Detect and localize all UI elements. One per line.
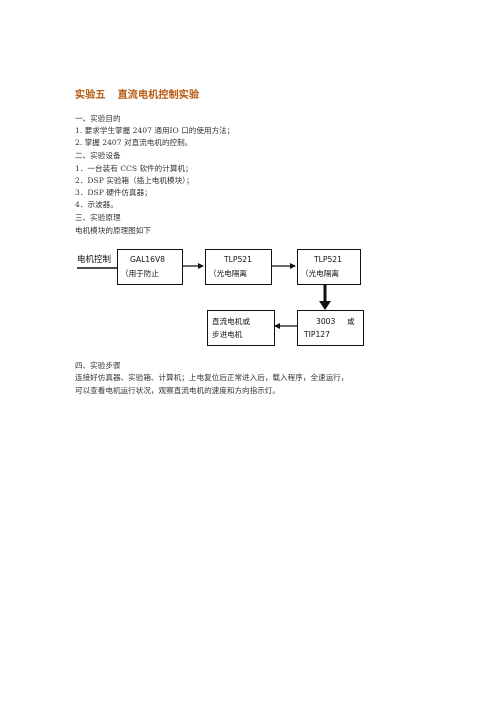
block-motor-line2: 步进电机 [212,330,243,339]
equipment-item-2: 2．DSP 实验箱（插上电机模块）； [75,176,194,185]
block-gal16v8: GAL16V8 （用于防止 [117,249,183,285]
objective-item-1: 1. 要求学生掌握 2407 通用IO 口的使用方法； [75,126,235,135]
section-heading-equipment: 二、实验设备 [75,151,121,160]
block-3003-line1-or: 或 [347,317,355,326]
block-tlp521-a: TLP521 （光电隔离 [205,249,272,285]
block-tlp521-a-line2: （光电隔离 [209,269,247,278]
block-tlp521-b: TLP521 （光电隔离 [297,249,361,285]
equipment-item-1: 1．一台装有 CCS 软件的计算机； [75,164,193,173]
block-3003-line1: 3003 [316,317,336,326]
section-heading-objectives: 一、实验目的 [75,114,121,123]
block-motor-line1: 直流电机或 [212,317,250,326]
block-3003-tip127: 3003 或 TIP127 [297,310,364,346]
block-tlp521-a-line1: TLP521 [224,255,252,264]
block-tlp521-b-line2: （光电隔离 [301,269,339,278]
arrow-box3-box4-head [319,301,331,310]
page-title: 实验五直流电机控制实验 [75,86,199,101]
steps-text-line-1: 连接好仿真器、实验箱、计算机；上电复位后正常进入后，载入程序，全速运行， [75,373,349,382]
objective-item-2: 2. 掌握 2407 对直流电机的控制。 [75,138,193,147]
section-heading-principle: 三、实验原理 [75,213,121,222]
steps-text-line-2: 可以查看电机运行状况，观察直流电机的速度和方向指示灯。 [75,386,281,395]
block-3003-line2: TIP127 [304,330,330,339]
block-gal16v8-line2: （用于防止 [121,269,159,278]
section-heading-steps: 四、实验步骤 [75,361,121,370]
equipment-item-4: 4．示波器。 [75,200,118,209]
block-gal16v8-line1: GAL16V8 [130,255,165,264]
title-number: 实验五 [75,90,106,101]
principle-intro: 电机模块的原理图如下 [75,226,151,235]
block-tlp521-b-line1: TLP521 [314,255,342,264]
title-name: 直流电机控制实验 [117,90,200,101]
input-label-motor-control: 电机控制 [77,255,112,265]
block-motor: 直流电机或 步进电机 [207,310,275,346]
equipment-item-3: 3．DSP 硬件仿真器； [75,188,152,197]
